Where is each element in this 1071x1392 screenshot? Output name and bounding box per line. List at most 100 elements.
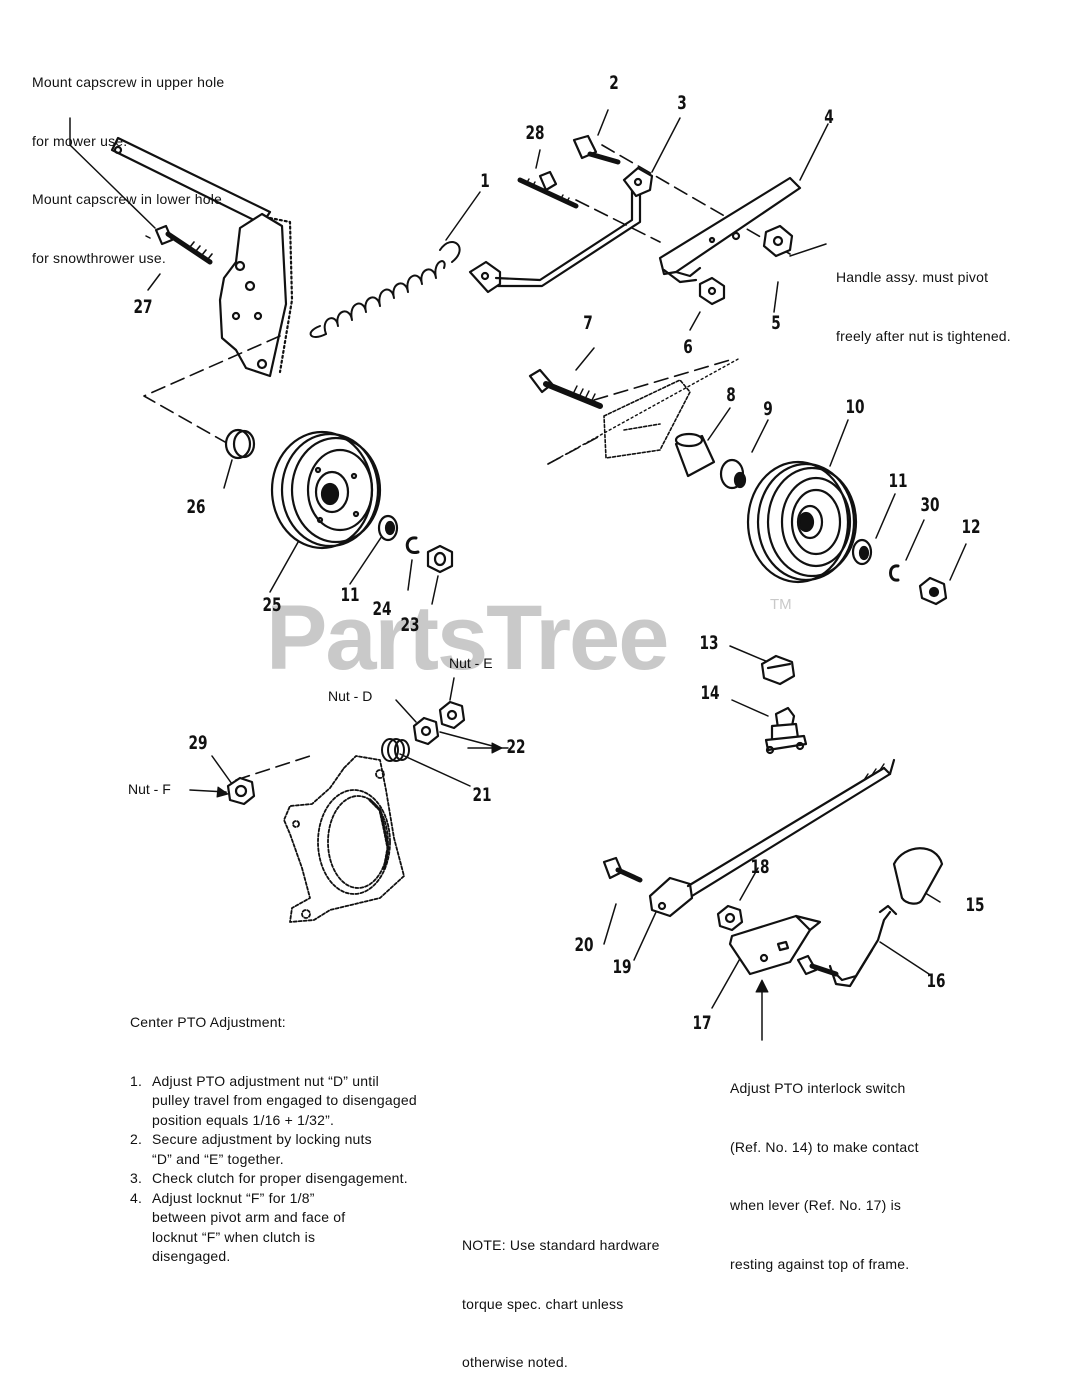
step-text: Adjust PTO adjustment nut “D” until — [152, 1072, 379, 1089]
note-line: (Ref. No. 14) to make contact — [730, 1138, 919, 1155]
note-line: torque spec. chart unless — [462, 1295, 624, 1312]
washer-11-left — [377, 514, 399, 542]
step-num — [130, 1111, 152, 1131]
rod-3 — [468, 166, 654, 294]
callout-19: 19 — [612, 956, 632, 978]
nut-23 — [426, 544, 454, 574]
note-handle-pivot: Handle assy. must pivot freely after nut… — [836, 229, 1011, 366]
step-text: Check clutch for proper disengagement. — [152, 1170, 408, 1186]
ring-30 — [889, 564, 900, 582]
nut-13 — [760, 654, 796, 686]
note-line: Adjust PTO interlock switch — [730, 1080, 906, 1096]
callout-29: 29 — [188, 732, 208, 754]
callout-17: 17 — [692, 1012, 712, 1034]
step-text: pulley travel from engaged to disengaged — [152, 1092, 417, 1108]
note-line: Mount capscrew in upper hole — [32, 74, 225, 90]
step-text: disengaged. — [152, 1248, 231, 1264]
knob-15 — [892, 847, 944, 905]
note-line: resting against top of frame. — [730, 1255, 910, 1272]
pulley-25 — [270, 430, 382, 550]
note-title: Center PTO Adjustment: — [130, 1014, 286, 1030]
diagram-drawing — [69, 109, 967, 1041]
rod-19 — [648, 758, 896, 918]
step-text: position equals 1/16 + 1/32”. — [152, 1111, 335, 1128]
callout-28: 28 — [525, 122, 545, 144]
step-num: 3. — [130, 1170, 143, 1186]
nut-e — [438, 700, 466, 730]
label-nut-d: Nut - D — [328, 688, 373, 704]
note-line: NOTE: Use standard hardware — [462, 1237, 660, 1253]
step-text: Secure adjustment by locking nuts — [152, 1131, 372, 1147]
bolt-20 — [602, 856, 643, 883]
step-num: 4. — [130, 1189, 143, 1206]
label-nut-e: Nut - E — [449, 655, 493, 671]
leader-lines — [69, 109, 967, 1041]
spacer-8 — [674, 432, 716, 478]
stud-28 — [517, 170, 579, 209]
pulley-10 — [746, 460, 858, 584]
watermark-tm: TM — [770, 596, 792, 613]
callout-13: 13 — [699, 632, 719, 654]
handle-16 — [796, 904, 898, 988]
callout-27: 27 — [133, 296, 153, 318]
lockwasher-24 — [405, 536, 420, 554]
callout-7: 7 — [583, 312, 593, 334]
callout-11-right: 11 — [888, 470, 908, 492]
bushing-26 — [224, 428, 256, 460]
step-text: Adjust locknut “F” for 1/8” — [152, 1189, 315, 1206]
callout-12: 12 — [961, 516, 981, 538]
lever-17 — [728, 914, 822, 976]
step-text: “D” and “E” together. — [152, 1150, 284, 1167]
callout-18: 18 — [750, 856, 770, 878]
spring-21 — [381, 738, 410, 762]
nut-6 — [698, 276, 726, 306]
callout-6: 6 — [683, 336, 693, 358]
step-num — [130, 1247, 152, 1267]
callout-8: 8 — [726, 384, 736, 406]
step-num: 2. — [130, 1131, 143, 1147]
note-pto-adjustment: Center PTO Adjustment: 1. Adjust PTO adju… — [130, 974, 417, 1286]
step-num — [130, 1208, 152, 1228]
bushing-9 — [719, 458, 747, 490]
note-interlock-switch: Adjust PTO interlock switch (Ref. No. 14… — [730, 1040, 919, 1294]
callout-25: 25 — [262, 594, 282, 616]
washer-11-right — [851, 538, 873, 566]
callout-14: 14 — [700, 682, 720, 704]
step-text: between pivot arm and face of — [152, 1209, 346, 1225]
mounting-bracket — [110, 136, 294, 378]
nut-18 — [716, 904, 744, 932]
note-line: Handle assy. must pivot — [836, 269, 989, 285]
watermark: PartsTree — [266, 587, 669, 689]
nut-d — [412, 716, 440, 746]
callout-16: 16 — [926, 970, 946, 992]
nut-5 — [762, 224, 794, 258]
callout-23: 23 — [400, 614, 420, 636]
step-num — [130, 1091, 152, 1111]
step-num: 1. — [130, 1072, 143, 1089]
callout-4: 4 — [824, 106, 834, 128]
note-line: freely after nut is tightened. — [836, 327, 1011, 344]
nut-f — [226, 776, 256, 806]
clutch-housing — [283, 755, 405, 923]
callout-10: 10 — [845, 396, 865, 418]
capscrew-27 — [154, 224, 213, 265]
callout-2: 2 — [609, 72, 619, 94]
callout-26: 26 — [186, 496, 206, 518]
note-mount-capscrew: Mount capscrew in upper hole for mower u… — [32, 34, 224, 288]
step-num — [130, 1150, 152, 1170]
note-line: otherwise noted. — [462, 1354, 568, 1370]
interlock-switch-14 — [764, 706, 808, 755]
callout-11-left: 11 — [340, 584, 360, 606]
parts-diagram: PartsTree TM Mount capscrew in upper hol… — [32, 34, 1011, 1370]
note-hardware-torque: NOTE: Use standard hardware torque spec.… — [462, 1197, 660, 1392]
callout-24: 24 — [372, 598, 392, 620]
note-line: for mower use. — [32, 132, 128, 149]
step-num — [130, 1228, 152, 1248]
callout-5: 5 — [771, 312, 781, 334]
callout-3: 3 — [677, 92, 687, 114]
pto-steps: 1. Adjust PTO adjustment nut “D” until pu… — [130, 1072, 417, 1267]
callout-15: 15 — [965, 894, 985, 916]
callout-1: 1 — [480, 170, 490, 192]
note-line: Mount capscrew in lower hole — [32, 191, 223, 207]
spring-1 — [309, 241, 461, 338]
